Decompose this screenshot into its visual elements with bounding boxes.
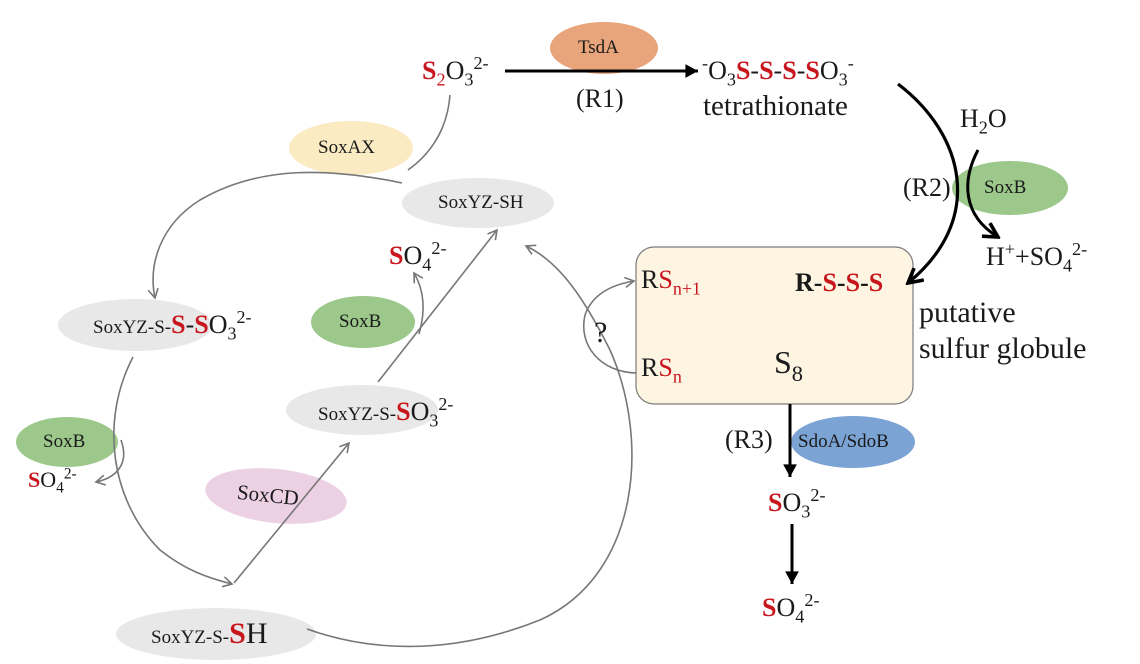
soxb-left-label: SoxB <box>43 431 86 452</box>
tetrathionate-formula: -O3S-S-S-SO3- <box>702 53 854 90</box>
soxb-mid-ellipse <box>311 296 415 348</box>
s8: S8 <box>774 344 803 386</box>
soxyz-s-sh-ellipse <box>116 608 316 660</box>
arrow-ssh-to-soxyzsh <box>306 244 633 648</box>
sulfite: SO32- <box>768 485 826 522</box>
unknown-step-question: ? <box>594 316 608 349</box>
arrow-sulfate-left-release <box>94 439 125 486</box>
soxyz-s-so3-ellipse <box>286 385 438 435</box>
sdo-ellipse <box>791 416 915 468</box>
water: H2O <box>960 104 1007 138</box>
globule-label-line1: putative <box>919 296 1016 329</box>
sulfur-globule-box <box>635 246 914 405</box>
arrow-r2-main <box>897 82 960 283</box>
soxyz-s-sh-label: SoxYZ-S-SH <box>151 617 268 650</box>
rs-n: RSn <box>641 353 682 387</box>
sulfate-mid: SO42- <box>389 238 447 275</box>
soxyz-s-s-so3-ellipse <box>58 299 212 351</box>
soxb-left-ellipse <box>16 417 118 467</box>
soxyz-sh-ellipse <box>402 178 554 228</box>
arrow-sulfate-mid-release <box>413 271 424 335</box>
soxyz-sh-label: SoxYZ-SH <box>438 192 524 213</box>
reaction-r1-label: (R1) <box>576 84 624 113</box>
soxcd-ellipse <box>205 468 347 524</box>
tetrathionate-name: tetrathionate <box>703 90 848 122</box>
arrow-thiosulfate-in <box>407 94 451 171</box>
soxax-label: SoxAX <box>318 137 376 158</box>
r-s-s-s: R-S-S-S <box>795 268 884 297</box>
reaction-r2-label: (R2) <box>903 173 951 202</box>
soxb-top-label: SoxB <box>984 177 1027 198</box>
soxyz-s-so3-label: SoxYZ-S-SO32- <box>318 394 454 431</box>
arrow-ssh-to-so3 <box>233 441 351 584</box>
sulfate-bottom: SO42- <box>762 590 820 627</box>
soxb-mid-label: SoxB <box>339 311 382 332</box>
soxb-top-ellipse <box>952 161 1068 215</box>
tsda-label: TsdA <box>578 37 619 58</box>
arrow-rsn-to-rsn1 <box>582 276 637 374</box>
arrow-sso3-to-ssh <box>113 356 234 588</box>
soxax-ellipse <box>289 121 413 175</box>
proton-sulfate: H++SO42- <box>986 239 1088 276</box>
sulfate-left: SO42- <box>28 465 77 497</box>
tsda-ellipse <box>550 22 658 74</box>
sdo-label: SdoA/SdoB <box>798 431 889 452</box>
reaction-r3-label: (R3) <box>725 425 773 454</box>
globule-label-line2: sulfur globule <box>919 332 1087 365</box>
arrow-so3-to-soxyzsh <box>377 228 499 383</box>
arrow-soxyzsh-to-sso3 <box>147 171 403 300</box>
thiosulfate: S2O32- <box>422 53 489 90</box>
soxyz-s-s-so3-label: SoxYZ-S-S-SO32- <box>93 307 252 344</box>
rs-n-plus-1: RSn+1 <box>641 265 701 299</box>
arrow-r2-side <box>966 149 998 237</box>
